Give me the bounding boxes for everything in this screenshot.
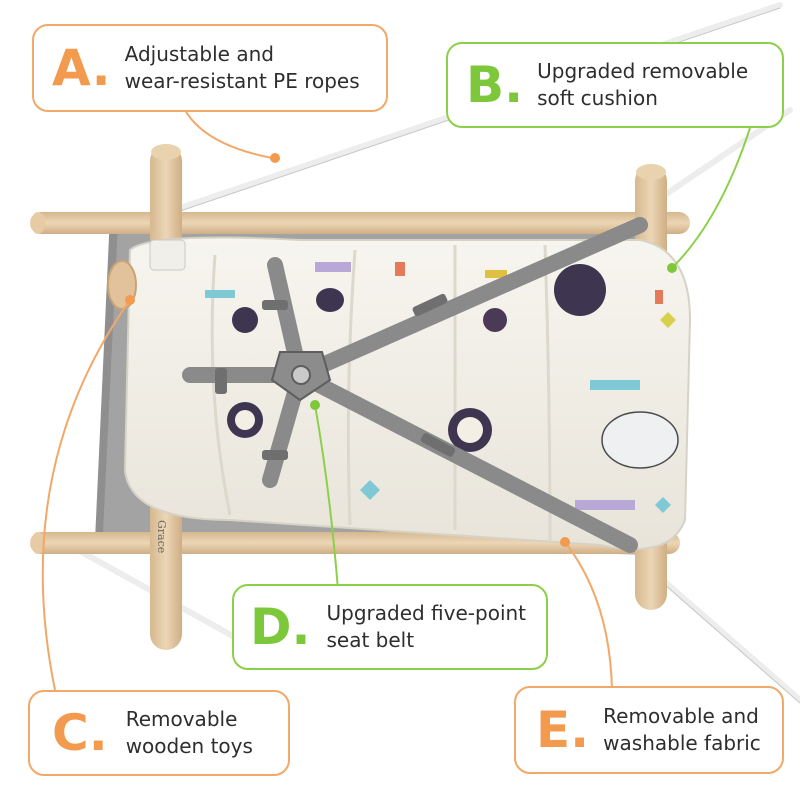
callout-line-1: Adjustable and [124, 42, 274, 66]
callout-b: B. Upgraded removable soft cushion [446, 42, 784, 128]
callout-line-2: washable fabric [603, 731, 761, 755]
callout-c: C. Removable wooden toys [28, 690, 290, 776]
callout-e: E. Removable and washable fabric [514, 686, 784, 774]
callout-line-1: Upgraded removable [537, 59, 749, 83]
callout-letter: E. [536, 701, 590, 759]
callout-letter: D. [250, 598, 311, 656]
callout-d: D. Upgraded five-point seat belt [232, 584, 548, 670]
callout-letter: A. [52, 39, 111, 97]
callout-a: A. Adjustable and wear-resistant PE rope… [32, 24, 388, 112]
soft-cushion [123, 236, 692, 551]
callout-line-2: wooden toys [125, 734, 253, 758]
callout-line-1: Removable [125, 707, 238, 731]
belt-buckles [215, 293, 456, 460]
callout-line-2: soft cushion [537, 86, 658, 110]
callout-line-1: Upgraded five-point [326, 601, 527, 625]
callout-letter: B. [466, 56, 524, 114]
leader-lines [41, 109, 751, 691]
callout-line-2: wear-resistant PE ropes [124, 69, 360, 93]
center-buckle [270, 351, 332, 402]
callout-letter: C. [52, 704, 108, 762]
callout-line-1: Removable and [603, 704, 759, 728]
callout-line-2: seat belt [326, 628, 415, 652]
cushion-prints [205, 262, 679, 513]
side-print: Grace [155, 520, 168, 553]
